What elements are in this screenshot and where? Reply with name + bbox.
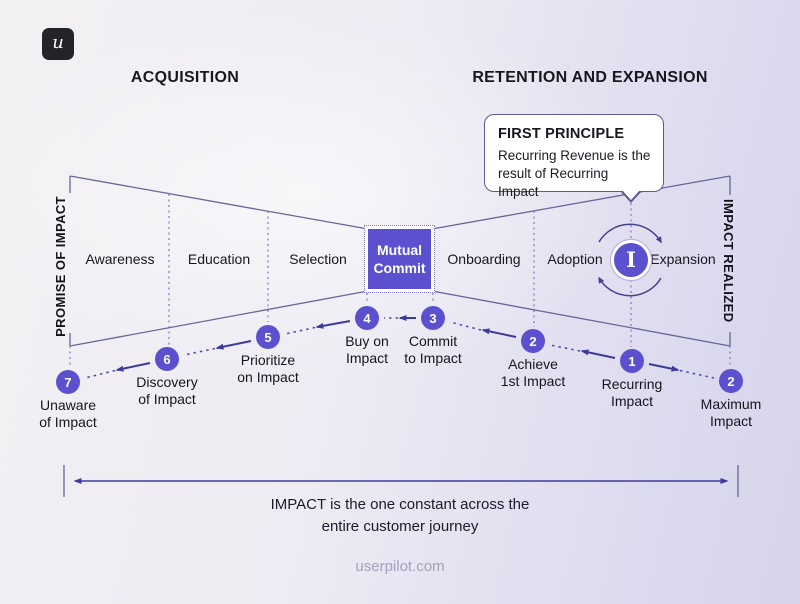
impact-constant-statement: IMPACT is the one constant across the en…: [270, 496, 530, 535]
milestone-label: Achieve 1st Impact: [500, 356, 566, 390]
cycle-arrows: [598, 223, 662, 297]
promise-of-impact-label: PROMISE OF IMPACT: [53, 196, 68, 337]
milestone-number-badge: 2: [719, 369, 743, 393]
milestone-number-badge: 6: [155, 347, 179, 371]
milestone-label: Buy on Impact: [345, 333, 389, 367]
milestone-number-badge: 2: [521, 329, 545, 353]
journey-connectors: [84, 315, 715, 379]
milestone-number-badge: 1: [620, 349, 644, 373]
website-link[interactable]: userpilot.com: [355, 558, 445, 575]
milestone-number-badge: 5: [256, 325, 280, 349]
milestone-number-badge: 7: [56, 370, 80, 394]
funnel-outline: [69, 175, 731, 347]
milestone-number-badge: 3: [421, 306, 445, 330]
mutual-commit-label: Mutual Commit: [368, 229, 431, 289]
stage-expansion: Expansion: [650, 251, 716, 267]
milestone-label: Maximum Impact: [700, 396, 762, 430]
callout-body: Recurring Revenue is the result of Recur…: [498, 148, 651, 200]
milestone-label: Commit to Impact: [404, 333, 462, 367]
acquisition-heading: ACQUISITION: [130, 69, 240, 86]
stage-education: Education: [187, 251, 251, 267]
milestone-label: Unaware of Impact: [39, 397, 97, 431]
stage-onboarding: Onboarding: [447, 251, 521, 267]
stage-awareness: Awareness: [85, 251, 155, 267]
impact-realized-label: IMPACT REALIZED: [721, 199, 736, 323]
mutual-commit-box: Mutual Commit: [364, 225, 435, 293]
milestone-label: Prioritize on Impact: [237, 352, 299, 386]
stage-selection: Selection: [289, 251, 347, 267]
milestone-number-badge: 4: [355, 306, 379, 330]
userpilot-logo[interactable]: u: [42, 28, 74, 60]
impact-cycle-icon: I: [614, 243, 648, 277]
retention-expansion-heading: RETENTION AND EXPANSION: [472, 69, 708, 86]
milestone-label: Recurring Impact: [601, 376, 663, 410]
stage-adoption: Adoption: [547, 251, 603, 267]
first-principle-callout: FIRST PRINCIPLE Recurring Revenue is the…: [484, 114, 664, 203]
callout-title: FIRST PRINCIPLE: [498, 126, 625, 142]
bottom-span-arrow: [63, 465, 739, 497]
impact-letter: I: [626, 246, 636, 272]
userpilot-logo-letter: u: [52, 32, 64, 53]
milestone-label: Discovery of Impact: [136, 374, 198, 408]
